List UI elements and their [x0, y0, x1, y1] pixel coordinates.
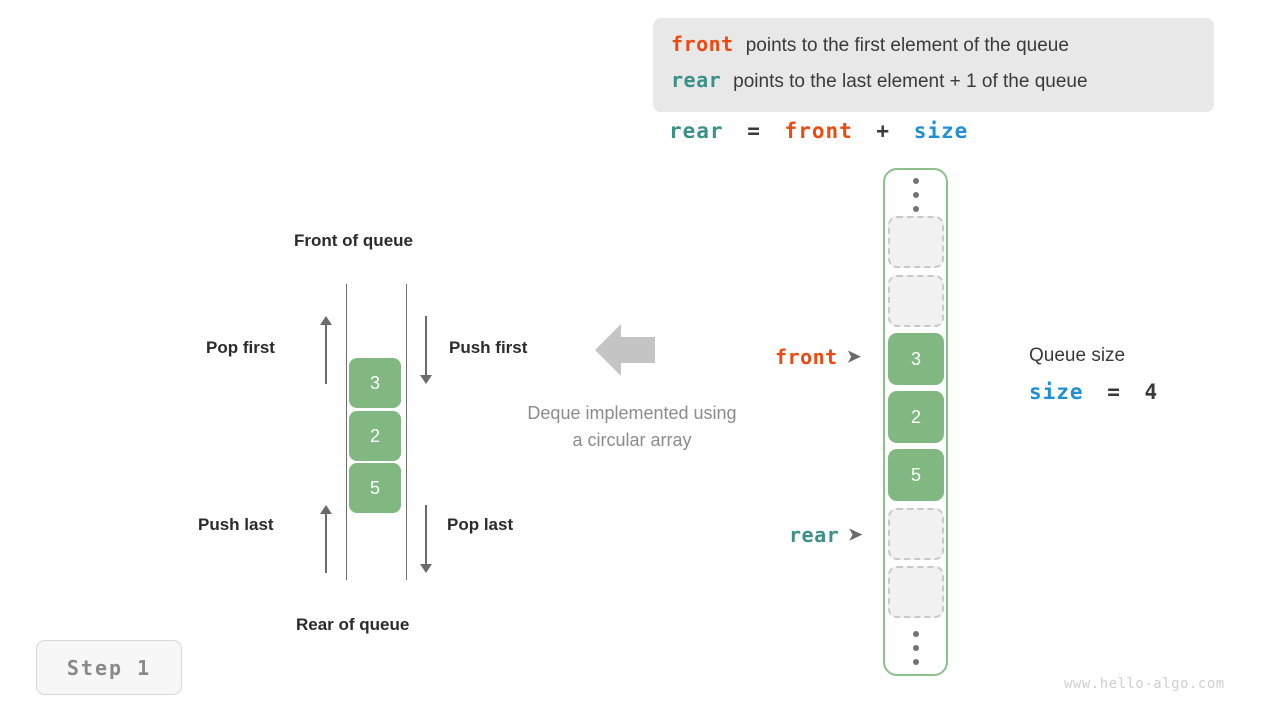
- push-first-label: Push first: [449, 338, 528, 357]
- info-box: front points to the first element of the…: [653, 18, 1214, 112]
- deque-cell: 3: [349, 358, 401, 408]
- deque-channel-line-left: [346, 284, 347, 580]
- rear-pointer-label: rear: [789, 523, 840, 547]
- circular-array-container: [883, 168, 948, 676]
- front-description: points to the first element of the queue: [745, 35, 1069, 56]
- array-slot-empty: [888, 508, 944, 560]
- front-pointer-label: front: [775, 345, 838, 369]
- ellipsis-top-icon: [907, 178, 924, 212]
- queue-size-value: 4: [1144, 380, 1159, 404]
- array-slot-filled: 3: [888, 333, 944, 385]
- block-arrow-left-icon: [595, 324, 655, 376]
- front-of-queue-label: Front of queue: [294, 231, 413, 250]
- arrow-down-push-first-icon: [418, 316, 434, 384]
- deque-channel-line-right: [406, 284, 407, 580]
- rear-description: points to the last element + 1 of the qu…: [733, 71, 1088, 92]
- rear-keyword: rear: [671, 68, 722, 92]
- formula-front: front: [784, 119, 853, 143]
- deque-cell: 2: [349, 411, 401, 461]
- push-last-label: Push last: [198, 515, 274, 534]
- deque-caption: Deque implemented using a circular array: [492, 400, 772, 454]
- queue-size-title: Queue size: [1029, 345, 1126, 366]
- step-badge: Step 1: [36, 640, 182, 695]
- arrow-up-pop-first-icon: [318, 316, 334, 384]
- deque-cell: 5: [349, 463, 401, 513]
- ellipsis-bottom-icon: [907, 631, 924, 665]
- arrow-up-push-last-icon: [318, 505, 334, 573]
- queue-size-expression: size = 4: [1029, 380, 1168, 404]
- rear-pointer: rear ➤: [789, 523, 863, 547]
- array-slot-filled: 5: [888, 449, 944, 501]
- info-line-front: front points to the first element of the…: [671, 32, 1196, 68]
- array-slot-filled: 2: [888, 391, 944, 443]
- formula-size: size: [913, 119, 969, 143]
- formula-equals: =: [747, 119, 761, 143]
- pointer-caret-icon: ➤: [846, 347, 862, 366]
- watermark: www.hello-algo.com: [1064, 676, 1225, 692]
- pop-last-label: Pop last: [447, 515, 514, 534]
- deque-caption-line1: Deque implemented using: [527, 403, 737, 423]
- formula-rear-equals-front-plus-size: rear = front + size: [669, 119, 978, 143]
- array-slot-empty: [888, 566, 944, 618]
- queue-size-var: size: [1029, 380, 1084, 404]
- queue-size-equals: =: [1107, 380, 1121, 404]
- deque-caption-line2: a circular array: [572, 430, 692, 450]
- pop-first-label: Pop first: [206, 338, 275, 357]
- arrow-down-pop-last-icon: [418, 505, 434, 573]
- info-line-rear: rear points to the last element + 1 of t…: [671, 68, 1196, 104]
- front-pointer: front ➤: [775, 345, 861, 369]
- front-keyword: front: [671, 32, 734, 56]
- pointer-caret-icon: ➤: [848, 525, 863, 544]
- array-slot-empty: [888, 216, 944, 268]
- rear-of-queue-label: Rear of queue: [296, 615, 410, 634]
- formula-rear: rear: [669, 119, 724, 143]
- array-slot-empty: [888, 275, 944, 327]
- formula-plus: +: [876, 119, 891, 143]
